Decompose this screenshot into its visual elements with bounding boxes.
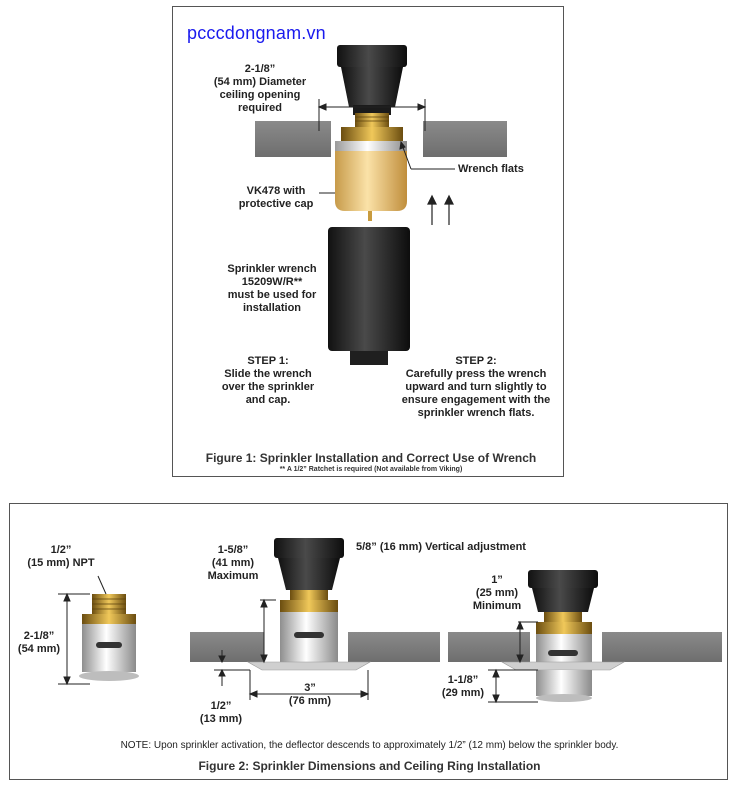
figure-1-footnote: ** A 1/2” Ratchet is required (Not avail… [279, 466, 463, 473]
step-1-line: Slide the wrench [224, 368, 312, 380]
label-line: (15 mm) NPT [27, 557, 95, 569]
sprinkler-standalone [79, 594, 139, 681]
upward-arrows [427, 194, 454, 225]
step-2-title: STEP 2: [455, 355, 497, 367]
label-line: must be used for [227, 289, 317, 301]
figure-1-caption: Figure 1: Sprinkler Installation and Cor… [205, 451, 537, 465]
min-dimension [488, 620, 538, 704]
label-line: VK478 with [246, 185, 306, 197]
figure-1-illustration [255, 45, 507, 365]
activation-note: NOTE: Upon sprinkler activation, the def… [120, 740, 619, 751]
label-line: 15209W/R** [241, 276, 303, 288]
figure-2-illustration [58, 538, 722, 704]
sprinkler-max-install [246, 538, 372, 671]
label-line: protective cap [238, 198, 314, 210]
ceiling-slab-right [448, 632, 722, 662]
height-dimension-left [58, 575, 107, 686]
step-2-block: STEP 2: Carefully press the wrench upwar… [391, 355, 561, 420]
sprinkler-with-cap [335, 141, 407, 221]
label-line: Sprinkler wrench [227, 263, 317, 275]
figure-2-caption: Figure 2: Sprinkler Dimensions and Ceili… [198, 759, 541, 773]
ring-diameter-label: 3” (76 mm) [280, 682, 340, 708]
max-dimension [214, 598, 370, 700]
sprinkler-wrench [328, 227, 410, 365]
step-2-line: Carefully press the wrench [405, 368, 547, 380]
step-1-line: over the sprinkler [221, 381, 315, 393]
label-line: Maximum [207, 570, 259, 582]
label-line: installation [242, 302, 302, 314]
label-line: 1/2” [50, 544, 72, 556]
label-line: (54 mm) [17, 643, 61, 655]
offset-label: 1/2” (13 mm) [194, 700, 248, 726]
height-label-left: 2-1/8” (54 mm) [12, 630, 66, 656]
step-2-line: ensure engagement with the [401, 394, 551, 406]
watermark: pcccdongnam.vn [187, 23, 326, 43]
step-1-line: and cap. [245, 394, 291, 406]
ceiling-slab [255, 121, 507, 157]
sprinkler-threads [341, 113, 403, 141]
wrench-label: Sprinkler wrench 15209W/R** must be used… [217, 263, 327, 315]
height-label-right: 1-1/8” (29 mm) [436, 674, 490, 700]
label-line: (29 mm) [441, 687, 485, 699]
pipe-fitting [337, 45, 407, 115]
opening-dimension-label: 2-1/8” (54 mm) Diameter ceiling opening … [205, 63, 315, 115]
label-line: (41 mm) [211, 557, 255, 569]
step-2-line: sprinkler wrench flats. [417, 407, 535, 419]
figure-2-panel: 1/2” (15 mm) NPT 2-1/8” (54 mm) 1-5/8” (… [9, 503, 728, 780]
step-1-title: STEP 1: [247, 355, 289, 367]
step-2-line: upward and turn slightly to [405, 381, 547, 393]
min-label: 1” (25 mm) Minimum [462, 574, 532, 613]
label-line: (13 mm) [199, 713, 243, 725]
label-line: 1/2” [210, 700, 232, 712]
leader-lines [319, 140, 455, 194]
ceiling-slab-middle [190, 632, 440, 662]
label-line: 2-1/8” [23, 630, 55, 642]
wrench-flats-label: Wrench flats [458, 163, 524, 175]
label-line: 1” [491, 574, 503, 586]
label-line: 1-5/8” [217, 544, 249, 556]
vertical-adjustment-label: 5/8” (16 mm) Vertical adjustment [356, 541, 526, 553]
opening-dimension [317, 99, 427, 131]
label-line: (54 mm) Diameter [213, 76, 307, 88]
label-line: required [237, 102, 282, 114]
sprinkler-label: VK478 with protective cap [231, 185, 321, 211]
label-line: 3” [304, 682, 316, 694]
label-line: ceiling opening [219, 89, 301, 101]
npt-label: 1/2” (15 mm) NPT [20, 544, 102, 570]
figure-1-panel: pcccdongnam.vn [172, 6, 564, 477]
label-line: Minimum [472, 600, 522, 612]
max-label: 1-5/8” (41 mm) Maximum [200, 544, 266, 583]
label-line: 2-1/8” [244, 63, 276, 75]
label-line: (25 mm) [475, 587, 519, 599]
step-1-block: STEP 1: Slide the wrench over the sprink… [213, 355, 323, 407]
label-line: 1-1/8” [447, 674, 479, 686]
sprinkler-min-install [500, 570, 626, 702]
label-line: (76 mm) [288, 695, 332, 707]
